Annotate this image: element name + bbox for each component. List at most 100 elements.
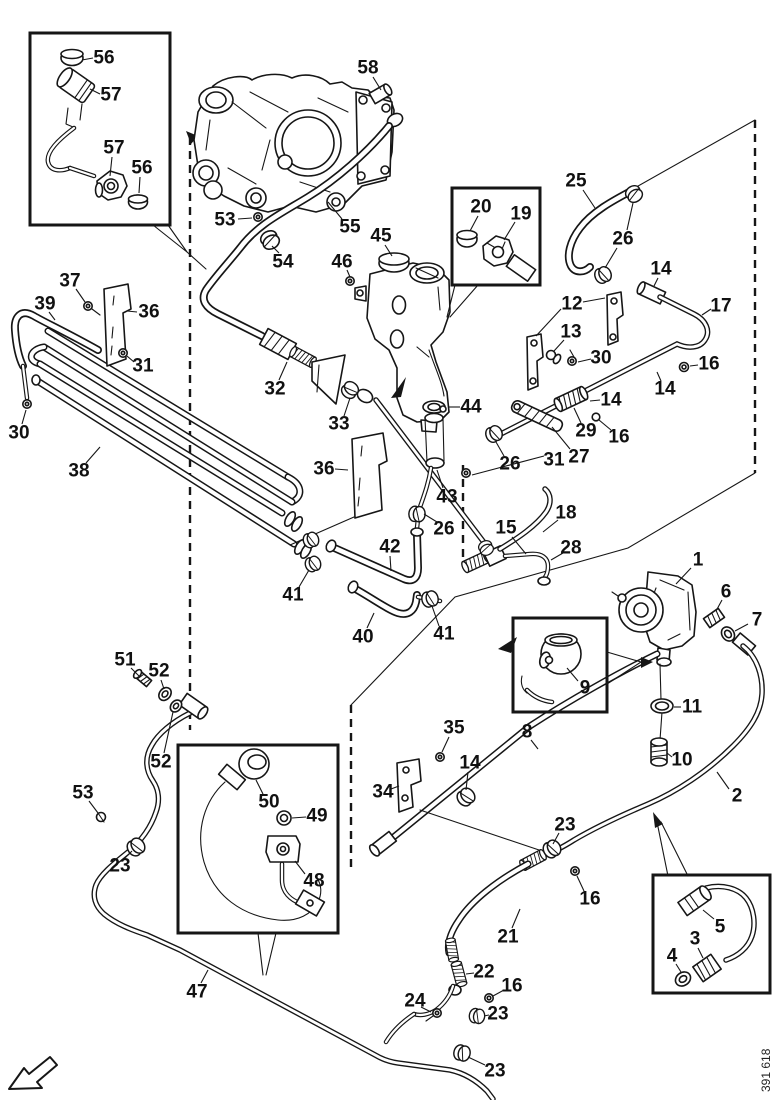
- fitting-32-group: [258, 327, 492, 552]
- callout-8: 8: [522, 722, 533, 743]
- callout-47: 47: [186, 982, 207, 1003]
- callout-3: 3: [690, 929, 701, 950]
- power-steering-pump-1: [611, 571, 736, 767]
- hose-40: [300, 529, 443, 618]
- leader-line-36: [334, 468, 349, 471]
- leader-line-26: [423, 513, 438, 523]
- callout-14: 14: [650, 259, 672, 280]
- leader-line-16: [598, 419, 612, 431]
- clamp-23: [467, 1006, 487, 1026]
- leader-line-18: [542, 519, 559, 533]
- leader-line-37: [75, 288, 86, 303]
- callout-23: 23: [484, 1061, 505, 1082]
- bolt-16: [569, 865, 581, 877]
- bolt-16: [591, 412, 601, 422]
- callout-26: 26: [433, 519, 454, 540]
- leader-line-23: [552, 832, 560, 845]
- emphasis-arrow: [391, 377, 406, 398]
- leader-line-2: [716, 771, 730, 790]
- callout-41: 41: [433, 624, 455, 645]
- hose-55: [199, 122, 393, 340]
- callout-1: 1: [693, 550, 704, 571]
- washer-4: [674, 971, 692, 987]
- callout-25: 25: [565, 171, 587, 192]
- callout-55: 55: [339, 217, 361, 238]
- leader-line-46: [346, 269, 351, 278]
- direction-arrow: [8, 1056, 58, 1090]
- leader-line-52: [163, 711, 174, 754]
- callout-57: 57: [103, 138, 124, 159]
- callout-32: 32: [264, 379, 285, 400]
- leader-line-56: [138, 176, 141, 194]
- callout-45: 45: [370, 226, 392, 247]
- figure-code: 391 618: [759, 1048, 773, 1092]
- leader-line-41: [298, 569, 310, 588]
- callout-16: 16: [501, 976, 522, 997]
- callout-7: 7: [752, 610, 763, 631]
- callout-52: 52: [148, 661, 169, 682]
- ring-44-and-pipe-43: [414, 400, 447, 531]
- leader-line-8: [530, 739, 539, 750]
- callout-37: 37: [59, 271, 80, 292]
- callout-31: 31: [132, 356, 154, 377]
- callout-13: 13: [560, 322, 581, 343]
- leader-line-10: [666, 752, 673, 758]
- callout-16: 16: [608, 427, 629, 448]
- callout-58: 58: [357, 58, 378, 79]
- callout-10: 10: [671, 750, 692, 771]
- callout-5: 5: [715, 917, 726, 938]
- clamp-26: [622, 182, 646, 206]
- leader-line-47: [200, 969, 209, 984]
- callout-15: 15: [495, 518, 517, 539]
- leader-line-3: [697, 947, 704, 959]
- leader-line-27: [551, 426, 571, 450]
- leader-line-30: [577, 358, 592, 363]
- callout-53: 53: [72, 783, 93, 804]
- leader-line-35: [441, 736, 450, 753]
- callout-23: 23: [109, 856, 130, 877]
- leader-line-14: [653, 277, 659, 287]
- leader-line-41: [431, 605, 440, 627]
- callout-20: 20: [470, 197, 491, 218]
- steering-gear-housing: [192, 73, 404, 222]
- leader-line-29: [573, 407, 582, 424]
- leader-line-16: [492, 989, 505, 997]
- leader-line-36: [126, 310, 138, 313]
- clamp-54: [257, 227, 283, 253]
- pipe-17-group: [460, 281, 711, 479]
- callout-14: 14: [654, 379, 676, 400]
- leader-line-33: [343, 397, 351, 417]
- leader-line-16: [576, 875, 585, 892]
- leader-line-51: [130, 667, 140, 677]
- callout-56: 56: [93, 48, 114, 69]
- leader-line-24: [420, 1006, 432, 1013]
- leader-line-20: [469, 215, 479, 232]
- inset-box-fittings-3-4-5: [651, 812, 772, 995]
- callout-17: 17: [710, 296, 731, 317]
- leader-line-54: [271, 245, 280, 254]
- leader-line-57: [109, 156, 113, 177]
- callout-38: 38: [68, 461, 89, 482]
- zone-boundary-right: [349, 119, 757, 867]
- leader-line-40: [366, 612, 375, 629]
- callout-54: 54: [272, 252, 294, 273]
- leader-line-15: [511, 536, 527, 555]
- leader-line-31: [471, 455, 545, 476]
- leader-line-7: [734, 623, 749, 632]
- clamp-41: [419, 588, 441, 610]
- leader-line-26: [604, 247, 618, 269]
- bracket-34: [396, 751, 546, 853]
- callout-43: 43: [436, 487, 457, 508]
- bracket-12: [606, 291, 624, 346]
- inset-box-fitting-19-20: [446, 186, 542, 318]
- leader-line-34: [390, 785, 400, 790]
- callout-53: 53: [214, 210, 235, 231]
- nut-3: [692, 953, 722, 983]
- callout-21: 21: [497, 927, 519, 948]
- leader-line-12: [582, 297, 606, 303]
- callout-22: 22: [473, 962, 494, 983]
- callout-27: 27: [568, 447, 589, 468]
- clamp-26: [407, 504, 427, 524]
- leader-line-9: [566, 667, 579, 682]
- callout-30: 30: [590, 348, 611, 369]
